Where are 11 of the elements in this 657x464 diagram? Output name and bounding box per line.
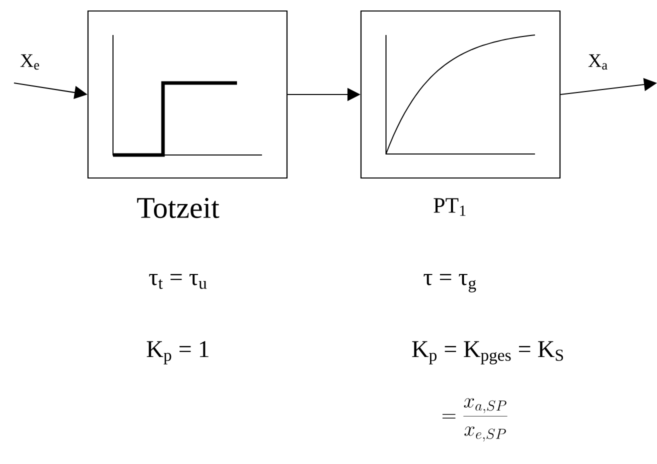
block-label: PT$_{1}$ xyxy=(434,198,466,216)
block-box xyxy=(360,10,561,179)
edge-label: X$_{e}$ xyxy=(20,54,40,70)
block-box xyxy=(87,10,288,179)
edge-label: X$_{a}$ xyxy=(588,54,608,70)
equation: τ = τ$_{g}$ xyxy=(424,274,476,292)
block-label: Totzeit xyxy=(137,198,220,218)
equation: K$_{p}$ = K$_{pges}$ = K$_{S}$ xyxy=(412,341,563,364)
equation: K$_{p}$ = 1 xyxy=(146,341,208,364)
formula: $= \frac{x_{a,SP}}{x_{e,SP}}$ xyxy=(442,398,508,442)
equation: τ$_{t}$ = τ$_{u}$ xyxy=(149,274,207,289)
